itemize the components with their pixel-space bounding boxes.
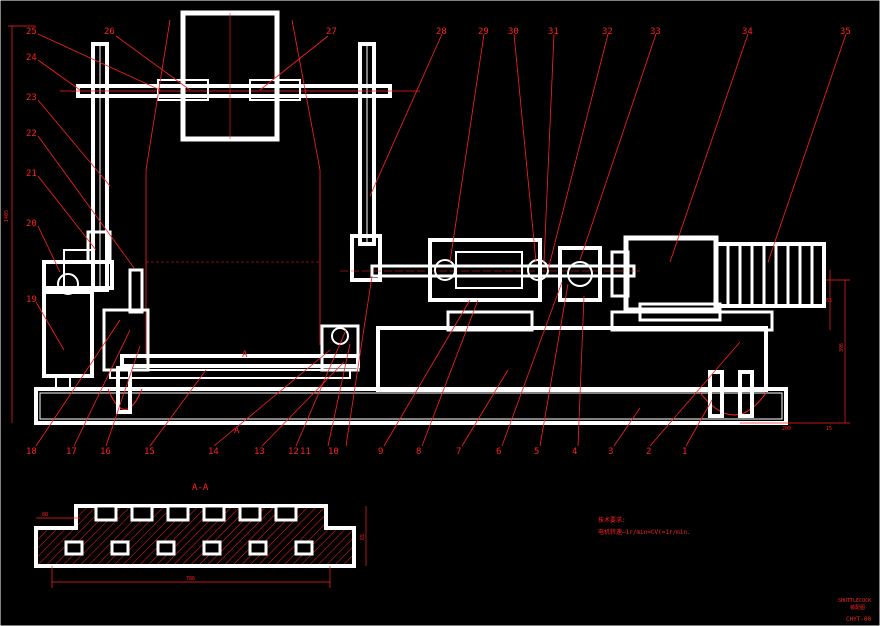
callout-7: 7 xyxy=(456,447,461,457)
dim-right-height-text: 396 xyxy=(839,343,845,352)
dim-height-left-text: 1405 xyxy=(4,210,10,222)
callout-8: 8 xyxy=(416,447,421,457)
funnel-outline xyxy=(145,19,321,360)
left-frame-post xyxy=(86,42,112,292)
section-mark-upper: A xyxy=(242,350,248,360)
callout-5: 5 xyxy=(534,447,539,457)
callout-13: 13 xyxy=(254,447,265,457)
callouts-top: 25 26 27 28 29 30 31 32 33 34 35 xyxy=(26,27,851,271)
feed-box xyxy=(180,10,280,142)
callout-33: 33 xyxy=(650,27,661,37)
callout-34: 34 xyxy=(742,27,753,37)
callouts-left: 24 23 22 21 20 19 xyxy=(26,53,135,351)
title-block-top: SHUTTLECOCK xyxy=(838,598,871,604)
callout-21: 21 xyxy=(26,169,37,179)
callout-18: 18 xyxy=(26,447,37,457)
section-view-a-a: A-A 786 88 xyxy=(34,483,367,588)
callout-31: 31 xyxy=(548,27,559,37)
callout-35: 35 xyxy=(840,27,851,37)
section-mark-lower: A xyxy=(234,426,240,436)
callout-9: 9 xyxy=(378,447,383,457)
top-beam xyxy=(60,79,420,101)
dim-section-left-text: 88 xyxy=(42,512,48,518)
callout-17: 17 xyxy=(66,447,77,457)
callout-22: 22 xyxy=(26,129,37,139)
callout-29: 29 xyxy=(478,27,489,37)
callout-26: 26 xyxy=(104,27,115,37)
right-slider-clamp xyxy=(320,324,360,372)
dim-overall-length-text: 786 xyxy=(186,576,195,582)
title-block: SHUTTLECOCK 装配图 CHYT-00 xyxy=(838,598,872,623)
notes-title: 技术要求: xyxy=(598,516,626,524)
motor-cooling-fins xyxy=(714,242,826,308)
callout-11: 11 xyxy=(300,447,311,457)
callout-16: 16 xyxy=(100,447,111,457)
callout-14: 14 xyxy=(208,447,219,457)
title-block-mid: 装配图 xyxy=(850,604,865,611)
callout-10: 10 xyxy=(328,447,339,457)
drive-shaft xyxy=(340,264,640,278)
callout-32: 32 xyxy=(602,27,613,37)
notes-line: 电机转速—1r/min=CV(=1r/min. xyxy=(598,528,691,536)
callout-3: 3 xyxy=(608,447,613,457)
callout-19: 19 xyxy=(26,295,37,305)
dim-height-left: 1405 xyxy=(4,25,36,423)
callout-15: 15 xyxy=(144,447,155,457)
drive-motor xyxy=(610,235,722,322)
callout-4: 4 xyxy=(572,447,577,457)
dim-section-height-text: 65 xyxy=(360,534,366,540)
foot-right xyxy=(697,370,769,418)
callout-12: 12 xyxy=(288,447,299,457)
callout-28: 28 xyxy=(436,27,447,37)
callout-20: 20 xyxy=(26,219,37,229)
callout-30: 30 xyxy=(508,27,519,37)
callout-25: 25 xyxy=(26,27,37,37)
callout-27: 27 xyxy=(326,27,337,37)
technical-notes: 技术要求: 电机转速—1r/min=CV(=1r/min. xyxy=(598,516,691,536)
left-motor-block xyxy=(42,249,114,391)
gearbox-base xyxy=(376,310,768,392)
motor-mount xyxy=(610,310,774,332)
drawing-code: CHYT-00 xyxy=(846,616,872,623)
dim-right-bottom2-text: 15 xyxy=(826,426,832,432)
callout-6: 6 xyxy=(496,447,501,457)
callouts-bottom: 18 17 16 15 14 13 12 11 10 9 8 7 6 5 4 3… xyxy=(26,275,741,457)
dim-right-small-text: 65 xyxy=(826,298,832,304)
callout-2: 2 xyxy=(646,447,651,457)
coupling-assembly xyxy=(428,238,602,302)
callout-24: 24 xyxy=(26,53,37,63)
dim-right-height: 396 65 200 15 xyxy=(740,270,850,432)
left-slider-clamp xyxy=(102,268,150,372)
dim-right-bottom-text: 200 xyxy=(782,426,791,432)
right-frame-post xyxy=(350,42,382,282)
section-title: A-A xyxy=(192,483,209,493)
base-plate xyxy=(34,387,788,425)
callout-1: 1 xyxy=(682,447,687,457)
callout-23: 23 xyxy=(26,93,37,103)
